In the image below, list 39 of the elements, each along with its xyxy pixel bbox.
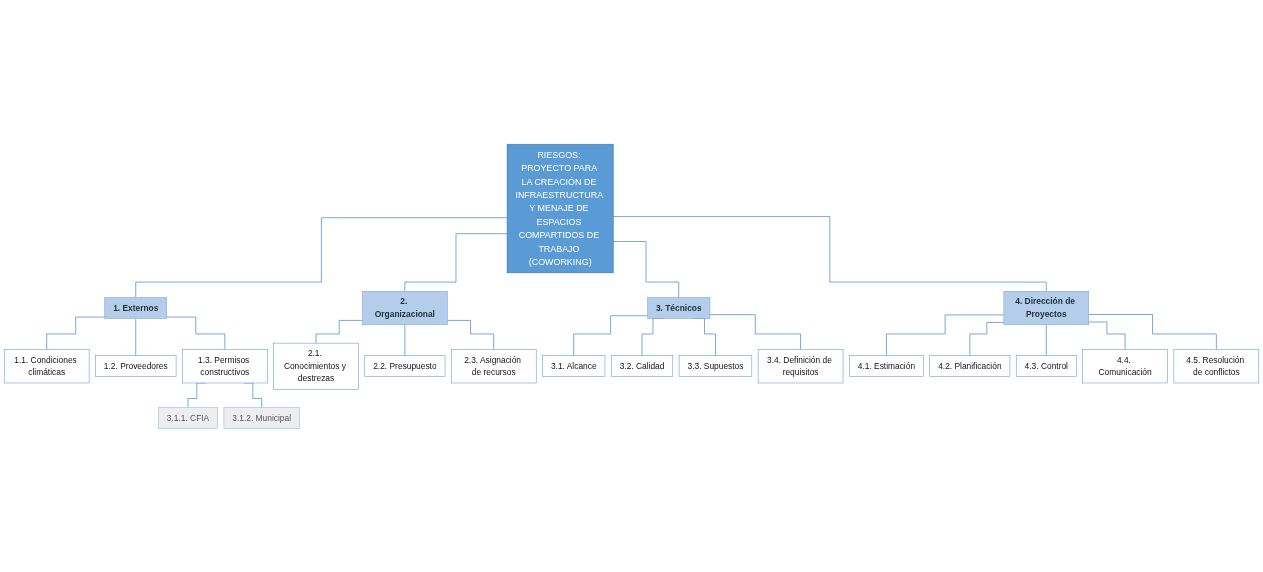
node-box: 3.4. Definición de requisitos [757,348,844,383]
node-box: 3.1.1. CFIA [158,406,218,429]
connector [404,324,406,356]
node-box: 1. Externos [104,296,167,319]
connector [709,313,801,350]
node-box: 4.4. Comunicación [1082,348,1168,383]
connector [446,319,495,350]
connector [135,216,508,298]
node-box: 2.1. Conocimientos y destrezas [273,342,359,390]
node-box: 4.1. Estimación [849,355,924,377]
connector [573,314,648,356]
connector [135,317,137,356]
node-box: RIESGOS: PROYECTO PARA LA CREACIÓN DE INFRAESTRUCTURA Y MENAJE DE ESPACIOS COMPARTIDOS DE TRABAJO (COWORKING) [506,143,614,273]
node-box: 4.3. Control [1015,355,1077,377]
connector [166,316,226,350]
node-box: 1.1. Condiciones climáticas [3,348,90,383]
node-box: 4.2. Planificación [929,355,1011,377]
node-box: 3.2. Calidad [611,355,674,377]
connector [612,215,1047,292]
node-box: 3.3. Supuestos [678,355,753,377]
node-box: 4. Dirección de Proyectos [1003,290,1089,325]
node-box: 2.2. Presupuesto [364,355,446,377]
node-box: 2.3. Asignación de recursos [451,348,537,383]
connector [46,316,106,350]
connector [1045,324,1047,356]
connector [1088,321,1126,350]
node-box: 2. Organizacional [362,290,448,325]
connector [886,314,1005,356]
node-box: 1.3. Permisos constructivos [182,348,268,383]
node-box: 3. Técnicos [647,296,711,319]
node-box: 1.2. Proveedores [95,355,177,377]
node-box: 3.1. Alcance [542,355,606,377]
node-box: 3.1.2. Municipal [223,406,300,429]
connector [1088,313,1217,350]
connector [404,232,508,292]
connector [969,321,1005,356]
connector [315,319,363,344]
connector [612,240,680,298]
node-box: 4.5. Resolución de conflictos [1173,348,1260,383]
